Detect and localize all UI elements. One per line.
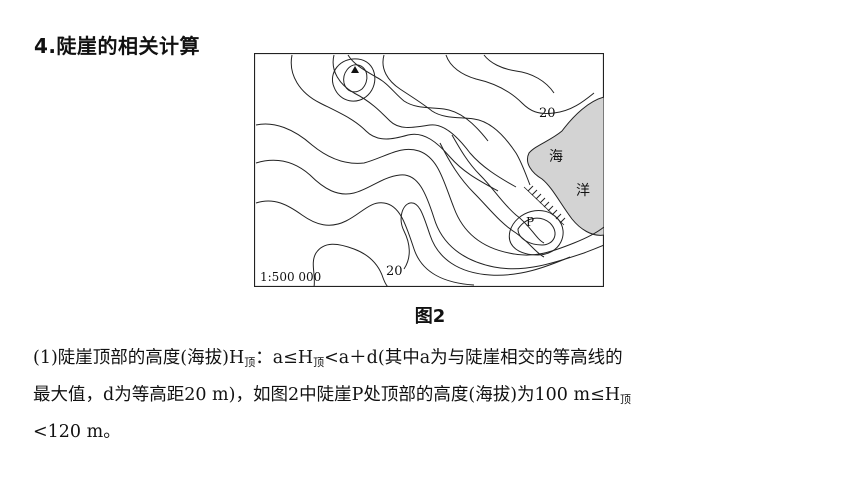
section-heading: 4.陡崖的相关计算 xyxy=(34,34,201,58)
contour-line xyxy=(439,142,545,258)
contour-line xyxy=(517,217,556,246)
contour-line xyxy=(451,134,545,244)
contour-line xyxy=(400,202,571,276)
figure-caption: 图2 xyxy=(414,306,446,327)
sea-label-2: 洋 xyxy=(576,183,590,199)
contour-line xyxy=(255,123,604,256)
contour-line xyxy=(312,243,389,287)
map-scale: 1:500 000 xyxy=(260,270,321,284)
cliff-hachures xyxy=(523,185,566,226)
contour-line xyxy=(343,64,368,93)
sea-area xyxy=(527,96,604,236)
paragraph-line-3: <120 m。 xyxy=(33,422,121,442)
peak-icon xyxy=(351,66,359,73)
point-label: P xyxy=(526,215,534,229)
contour-line xyxy=(508,210,564,256)
explanation-paragraph: (1)陡崖顶部的高度(海拔)H顶：a≤H顶<a＋d(其中a为与陡崖相交的等高线的… xyxy=(33,342,833,449)
paragraph-line-1: (1)陡崖顶部的高度(海拔)H顶：a≤H顶<a＋d(其中a为与陡崖相交的等高线的 xyxy=(33,348,623,369)
contour-line xyxy=(382,54,531,186)
contour-line xyxy=(255,159,604,270)
contour-line xyxy=(445,54,595,114)
contour-line xyxy=(483,54,555,94)
contour-map: 20 20 P 海 洋 1:500 000 xyxy=(254,53,604,287)
sea-label-1: 海 xyxy=(549,149,563,165)
contour-line xyxy=(255,200,475,286)
paragraph-line-2: 最大值，d为等高距20 m)，如图2中陡崖P处顶部的高度(海拔)为100 m≤H… xyxy=(33,385,632,406)
contour-label-bottom: 20 xyxy=(386,264,403,279)
contour-line xyxy=(332,58,376,102)
contour-line xyxy=(347,54,489,142)
contour-line xyxy=(290,54,499,192)
contour-label-top: 20 xyxy=(539,106,556,121)
